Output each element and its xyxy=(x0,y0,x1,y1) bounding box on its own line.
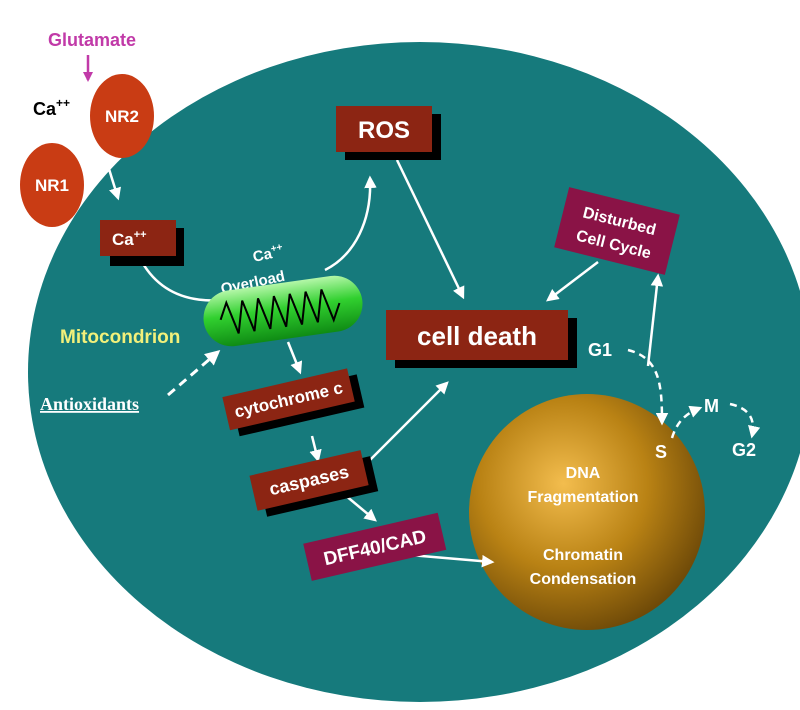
chromatin-label-1: Chromatin xyxy=(543,547,623,564)
glutamate-label: Glutamate xyxy=(48,30,136,50)
cell-death-box xyxy=(386,310,568,360)
nr1-label: NR1 xyxy=(35,176,69,195)
arrow-g1-to-s xyxy=(627,348,669,426)
arrow-overload-to-ros xyxy=(324,175,377,272)
nucleus xyxy=(469,394,705,630)
antioxidants-label: Antioxidants xyxy=(40,394,139,414)
arrow-mito-to-cyto xyxy=(286,341,303,375)
arrow-ros-to-death xyxy=(395,159,465,300)
ca-overload-label: Ca++ xyxy=(251,242,285,266)
mitochondrion-label: Mitocondrion xyxy=(60,327,180,348)
arrow-nucleus-to-cycle xyxy=(646,273,664,367)
ca-box-label: Ca++ xyxy=(112,229,147,249)
arrow-m-to-g2 xyxy=(729,402,761,439)
dff-box: DFF40/CAD xyxy=(303,512,447,581)
arrow-casp-to-dff xyxy=(344,494,377,522)
phase-g1: G1 xyxy=(588,340,612,360)
nr2-label: NR2 xyxy=(105,107,139,126)
phase-m: M xyxy=(704,396,719,416)
mitochondrion xyxy=(203,275,363,347)
arrow-antioxidants xyxy=(167,350,221,397)
arrow-cyto-to-casp xyxy=(309,435,322,463)
ca-ext-label: Ca++ xyxy=(33,96,70,119)
arrow-casp-to-death xyxy=(367,381,449,463)
nr2-receptor xyxy=(90,74,154,158)
caspases-box: caspases xyxy=(249,450,379,517)
dna-label-1: DNA xyxy=(566,465,601,482)
phase-g2: G2 xyxy=(732,440,756,460)
ca-box xyxy=(100,220,176,256)
ros-box xyxy=(336,106,432,152)
nr1-receptor xyxy=(20,143,84,227)
dna-label-2: Fragmentation xyxy=(527,489,638,506)
phase-s: S xyxy=(655,442,667,462)
ros-label: ROS xyxy=(358,117,410,144)
cytochrome-box: cytochrome c xyxy=(222,368,365,437)
cell-death-label: cell death xyxy=(417,321,537,351)
chromatin-label-2: Condensation xyxy=(530,571,637,588)
arrow-dff-to-nucleus xyxy=(409,553,495,568)
mitochondrion-cristae xyxy=(219,289,341,334)
disturbed-cell-cycle-box: Disturbed Cell Cycle xyxy=(554,187,680,275)
arrow-cycle-to-death xyxy=(546,261,599,302)
arrow-s-to-m xyxy=(670,405,703,439)
